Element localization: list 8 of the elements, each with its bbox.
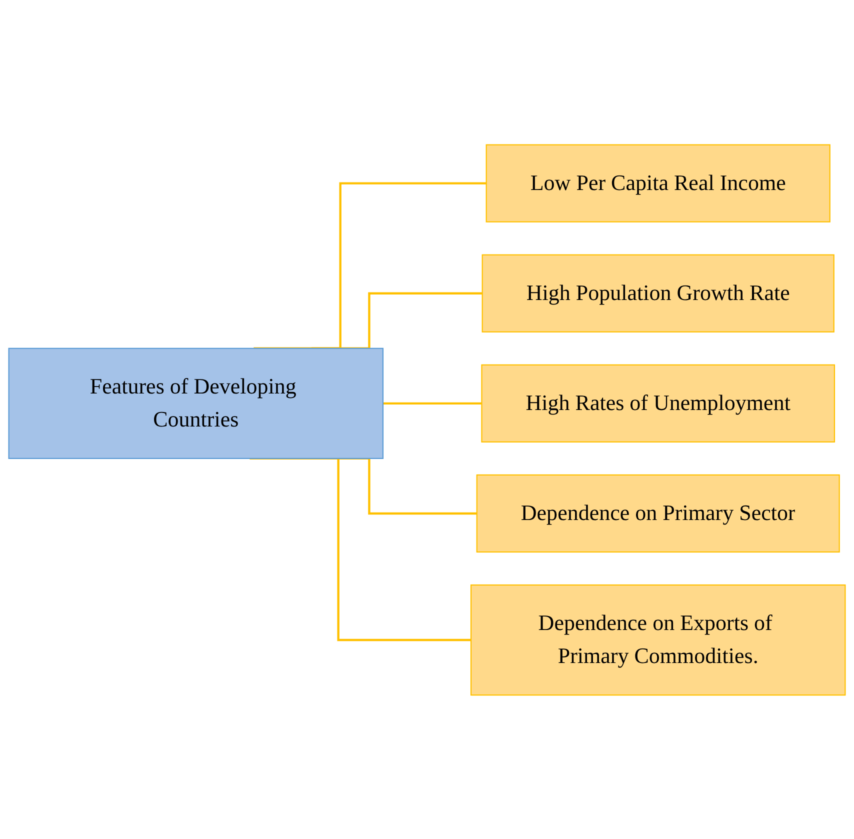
node-box	[476, 474, 840, 552]
node-box	[481, 364, 836, 442]
diagram: Features of Developing Countries Low Per Capita Real Income High Population Growth Rate High Rates of Unemployment Dependence on Primary Sector Dependence on Exports of Primary Commodities.	[0, 136, 854, 704]
node-box	[486, 144, 830, 222]
connector	[382, 402, 482, 404]
node-box	[470, 584, 846, 696]
node-box	[482, 254, 834, 332]
node-box	[8, 347, 384, 459]
